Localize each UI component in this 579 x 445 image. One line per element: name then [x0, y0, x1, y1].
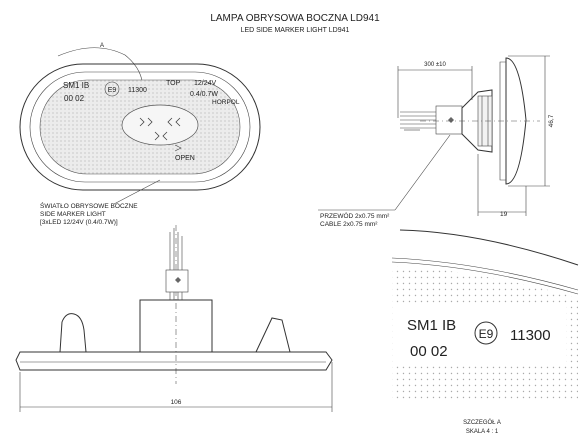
detail-ref-label: A [100, 43, 104, 49]
mark-sm1ib: SM1 IB [63, 81, 89, 90]
mark-code: 00 02 [64, 94, 85, 103]
callout-light-line2: SIDE MARKER LIGHT [40, 211, 106, 218]
detail-approval-circle [474, 321, 498, 345]
open-arrow-icon [174, 144, 182, 152]
title-english: LED SIDE MARKER LIGHT LD941 [241, 27, 350, 34]
left-clip [59, 313, 87, 353]
callout-cable: PRZEWÓD 2x0.75 mm² CABLE 2x0.75 mm² [318, 134, 451, 228]
detail-arc-outer [399, 229, 579, 266]
mark-top: TOP [166, 80, 181, 87]
dim-depth: 19 [500, 211, 508, 218]
lamp-front-view: A SM1 IB 00 02 E9 11300 TOP 12/24V 0.4/0… [19, 43, 261, 191]
lamp-side-view: 300 ±10 46,7 19 [397, 55, 555, 218]
callout-light-line3: [3xLED 12/24V (0.4/0.7W)] [40, 219, 118, 226]
lamp-outer-housing [19, 63, 261, 191]
side-lens [505, 57, 527, 185]
mark-voltage: 12/24V [194, 80, 217, 87]
callout-cable-line2: CABLE 2x0.75 mm² [320, 221, 378, 228]
dim-width: 106 [171, 399, 182, 406]
side-housing [461, 89, 493, 153]
detail-mark-sm1ib: SM1 IB [407, 317, 456, 334]
lamp-bottom-view: 106 [15, 225, 333, 412]
dim-cable-length: 300 ±10 [424, 62, 446, 68]
dim-height: 46,7 [548, 114, 555, 127]
mark-power: 0.4/0.7W [190, 91, 218, 98]
detail-scale: SKALA 4 : 1 [466, 429, 499, 435]
callout-cable-line1: PRZEWÓD 2x0.75 mm² [320, 211, 390, 220]
callout-light-line1: ŚWIATŁO OBRYSOWE BOCZNE [40, 201, 138, 210]
right-clip [255, 317, 291, 353]
mark-open: OPEN [175, 155, 195, 162]
lamp-inner-rim [29, 71, 251, 183]
detail-label: SZCZEGÓŁ A [463, 419, 501, 426]
base-plate [15, 351, 333, 371]
mark-approval: E9 [108, 87, 117, 94]
detail-a-view: SM1 IB 00 02 E9 11300 SZCZEGÓŁ A SKALA 4… [391, 229, 579, 435]
callout-side-marker: ŚWIATŁO OBRYSOWE BOCZNE SIDE MARKER LIGH… [40, 179, 161, 226]
title-polish: LAMPA OBRYSOWA BOCZNA LD941 [210, 13, 380, 24]
approval-circle [104, 81, 120, 97]
mark-number: 11300 [128, 87, 147, 94]
mark-horpol: HORPOL [212, 99, 240, 106]
detail-mark-approval: E9 [479, 327, 494, 341]
led-glyphs [139, 117, 181, 141]
detail-mark-code: 00 02 [410, 343, 448, 360]
detail-mark-number: 11300 [510, 327, 551, 344]
led-window [121, 104, 199, 146]
